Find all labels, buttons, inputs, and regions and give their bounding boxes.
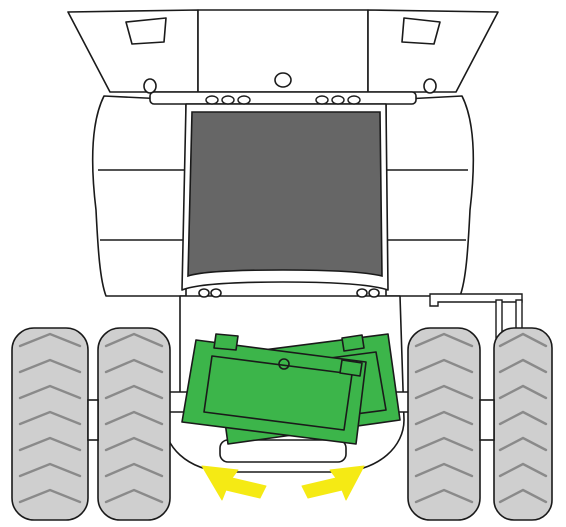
ladder-bracket: [430, 294, 522, 306]
rear-window: [188, 112, 382, 276]
rear-light-right-2: [369, 289, 379, 297]
work-light-6: [348, 96, 360, 104]
top-lamp-left: [144, 79, 156, 93]
hub-right: [480, 400, 494, 440]
top-lamp-center: [275, 73, 291, 87]
panel-right-tab: [342, 335, 364, 351]
work-light-1: [206, 96, 218, 104]
cab-body-right: [386, 96, 473, 296]
work-light-3: [238, 96, 250, 104]
top-lamp-right: [424, 79, 436, 93]
hood-vent-right: [402, 18, 440, 44]
work-light-4: [316, 96, 328, 104]
rear-light-left-1: [199, 289, 209, 297]
panel-left-tab: [214, 334, 238, 350]
rear-light-right-1: [357, 289, 367, 297]
panel-left-tab-2: [340, 360, 362, 376]
cab-body-left: [93, 96, 186, 296]
rear-light-left-2: [211, 289, 221, 297]
hitch: [220, 440, 346, 462]
hood-vent-left: [126, 18, 166, 44]
hub-left: [88, 400, 98, 440]
work-light-2: [222, 96, 234, 104]
work-light-5: [332, 96, 344, 104]
light-bar: [150, 92, 416, 104]
